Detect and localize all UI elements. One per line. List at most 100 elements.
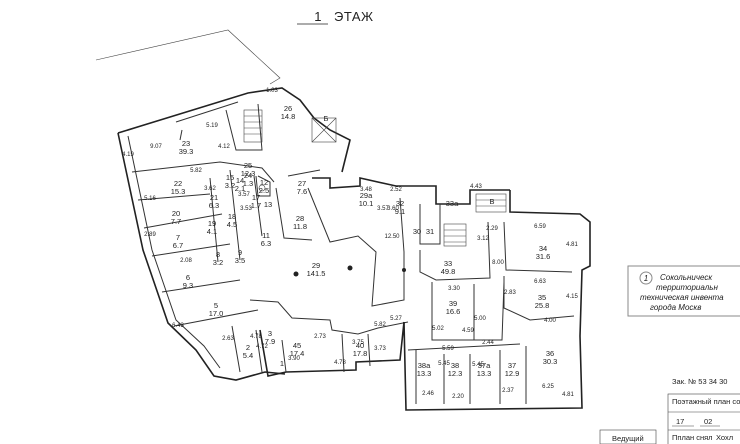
room-area: 11.8 [293,222,307,231]
info-block: Зак. № 53 34 30 Поэтажный план составл 1… [599,377,740,444]
room-area: 7.6 [297,187,307,196]
room-area: 6.7 [173,241,183,250]
adjoining-outline [95,29,281,85]
stamp-line-1: Сокольническ [660,273,713,282]
room-area: 1.7 [251,201,261,210]
room-27: 277.6 [297,179,307,196]
room-number: 37 [508,361,516,370]
dimension-label: 2.63 [222,336,234,342]
room-number: Б [324,114,329,123]
room-area: 12.3 [448,369,463,378]
dimension-label: 4.59 [462,328,474,334]
dimension-label: 5.45 [472,362,484,368]
room-number: 6 [186,273,190,282]
plan-date-month: 02 [704,417,712,426]
dimension-label: 2.08 [180,258,192,264]
floor-number: 1 [314,9,322,24]
room-area: 3.2 [213,258,223,267]
room-number: 11 [262,231,270,240]
room-number: 38 [451,361,459,370]
room-2: 25.4 [243,343,253,360]
dimension-label: 4.15 [566,294,578,300]
room-number: 14 [236,176,244,185]
chief-label: Ведущий [612,434,644,443]
dimension-label: 6.43 [172,323,184,329]
stamp-line-3: техническая инвента [640,293,724,302]
dimension-label: 12.50 [384,234,400,240]
dimension-label: 3.73 [374,346,386,352]
room-19: 194.1 [207,219,217,236]
room-number: 21 [210,193,218,202]
inventory-stamp: 1 Сокольническ территориальн техническая… [627,265,740,317]
room-number: 33a [446,199,459,208]
dimension-label: 2.29 [486,226,498,232]
room-24: 241.3 [243,171,253,188]
dimension-label: 3.75 [352,340,364,346]
dimension-label: 5.16 [144,196,156,202]
room-number: 28 [296,214,304,223]
room-number: 15 [226,173,234,182]
room-area: 16.6 [446,307,461,316]
room-number: 23 [182,139,190,148]
dimension-label: 3.57 [238,192,250,198]
room-6: 69.3 [183,273,193,290]
dimension-label: 6.25 [542,384,554,390]
room-area: 6.3 [209,201,219,210]
plan-surveyed-text: Пплан снял [672,433,713,442]
stamp-line-2: территориальн [656,283,718,292]
dimension-label: 3.30 [448,286,460,292]
dimension-label: 3.62 [204,186,216,192]
order-number: Зак. № 53 34 30 [672,377,727,386]
room-13: 13 [264,200,272,209]
room-number: 34 [539,244,547,253]
dimension-label: 5.02 [432,326,444,332]
stamp-line-4: города Москв [650,303,701,312]
room-number: 1 [280,359,284,368]
room-area: 31.6 [536,252,551,261]
dimension-label: 9.07 [150,144,162,150]
floor-title: 1 ЭТАЖ [297,9,373,25]
room-30: 30 [413,227,421,236]
dimension-label: 6.59 [534,224,546,230]
dimension-label: 5.19 [206,123,218,129]
room-area: 25.8 [535,301,550,310]
dimension-label: 4.12 [218,144,230,150]
room-area: 17.4 [290,349,305,358]
dimension-label: 2.44 [482,340,494,346]
room-14: 142.1 [235,176,245,193]
room-area: 1.3 [243,179,253,188]
room-area: 12.3 [241,169,256,178]
room-area: 49.8 [441,267,456,276]
room-number: 25 [244,161,252,170]
dimension-label: 4.78 [334,360,346,366]
room-area: 7.7 [171,217,181,226]
room-area: 13.3 [477,369,492,378]
room-area: 10.1 [359,199,374,208]
room-3: 37.9 [265,329,275,346]
room-number: 30 [413,227,421,236]
dimension-label: 6.63 [534,279,546,285]
dimension-label: 5.45 [438,361,450,367]
room-number: В [489,197,494,206]
dimension-label: 2.20 [452,394,464,400]
room-area: 9.1 [395,207,405,216]
room-area: 7.9 [265,337,275,346]
dimension-label: 1.03 [266,88,278,94]
room-area: 13.3 [417,369,432,378]
dimension-label: 2.83 [504,290,516,296]
dimension-label: 5.82 [190,168,202,174]
